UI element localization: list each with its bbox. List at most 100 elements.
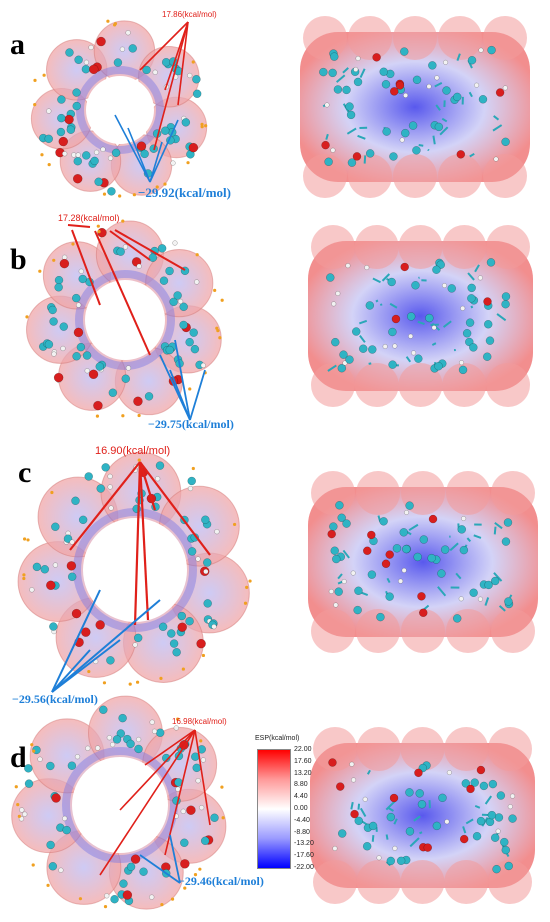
panel-label: b xyxy=(10,243,27,276)
surface-extremum-dot xyxy=(245,585,249,589)
hydrogen-atom xyxy=(460,305,466,311)
surface-extremum-dot xyxy=(103,905,108,909)
oxygen-atom xyxy=(177,622,187,632)
oxygen-atom xyxy=(66,561,77,571)
carbon-atom xyxy=(118,713,127,723)
carbon-atom xyxy=(412,146,421,155)
carbon-atom xyxy=(116,247,125,256)
carbon-atom xyxy=(379,517,388,526)
colorbar xyxy=(257,749,291,869)
hydrogen-atom xyxy=(349,761,355,767)
hydrogen-atom xyxy=(22,811,28,817)
oxygen-atom xyxy=(328,758,337,767)
surface-extremum-dot xyxy=(42,73,46,77)
hydrogen-atom xyxy=(122,244,129,250)
carbon-atom xyxy=(121,374,131,383)
hydrogen-atom xyxy=(403,92,409,98)
surface-extremum-dot xyxy=(33,78,37,82)
hydrogen-atom xyxy=(46,108,52,114)
hydrogen-atom xyxy=(495,828,501,834)
surface-bump xyxy=(400,860,445,904)
hydrogen-atom xyxy=(149,894,155,900)
surface-bump xyxy=(486,363,530,407)
carbon-atom xyxy=(119,879,128,888)
negative-cavity-rim xyxy=(75,270,175,370)
carbon-atom xyxy=(414,354,423,363)
surface-bump xyxy=(398,363,443,407)
surface-extremum-dot xyxy=(220,785,224,789)
surface-bump xyxy=(438,16,482,60)
carbon-atom xyxy=(467,55,477,65)
oxygen-atom xyxy=(51,793,61,803)
hydrogen-atom xyxy=(355,55,361,62)
hydrogen-atom xyxy=(493,156,499,162)
carbon-atom xyxy=(402,544,411,554)
carbon-atom xyxy=(490,576,500,586)
carbon-atom xyxy=(169,639,179,648)
surface-bump xyxy=(438,154,482,198)
colorbar-tick-label: -13.20 xyxy=(294,840,314,848)
carbon-atom xyxy=(411,281,420,290)
surface-extremum-dot xyxy=(218,336,222,340)
surface-bump xyxy=(356,727,401,771)
surface-extremum-dot xyxy=(181,667,185,671)
carbon-atom xyxy=(167,629,176,638)
hydrogen-atom xyxy=(350,570,356,576)
carbon-atom xyxy=(51,522,60,532)
carbon-atom xyxy=(417,799,427,809)
surface-extremum-dot xyxy=(188,387,192,391)
carbon-atom xyxy=(142,65,151,75)
surface-bump xyxy=(354,225,399,269)
carbon-atom xyxy=(388,360,397,369)
surface-extremum-dot xyxy=(137,458,141,462)
carbon-atom xyxy=(192,75,201,84)
hydrogen-atom xyxy=(107,484,113,490)
oxygen-atom xyxy=(428,514,438,524)
hydrogen-atom xyxy=(29,587,35,593)
oxygen-atom xyxy=(72,173,83,184)
oxygen-atom xyxy=(71,608,82,619)
surface-extremum-dot xyxy=(220,298,224,302)
surface-extremum-dot xyxy=(232,522,237,527)
carbon-atom xyxy=(169,297,178,307)
carbon-atom xyxy=(94,177,103,187)
carbon-atom xyxy=(71,293,81,303)
carbon-atom xyxy=(442,86,451,95)
oxygen-atom xyxy=(53,372,64,383)
oxygen-atom xyxy=(196,638,206,649)
side-view xyxy=(308,471,538,653)
carbon-atom xyxy=(46,840,55,850)
carbon-atom xyxy=(482,352,492,361)
carbon-atom xyxy=(187,476,196,486)
oxygen-atom xyxy=(130,854,141,864)
carbon-atom xyxy=(490,833,500,842)
carbon-atom xyxy=(387,277,396,287)
surface-bump xyxy=(444,727,489,771)
hydrogen-atom xyxy=(411,350,417,356)
carbon-atom xyxy=(74,55,83,65)
carbon-atom xyxy=(351,327,361,336)
hydrogen-atom xyxy=(106,735,113,741)
ring-top-view xyxy=(17,451,252,686)
hydrogen-atom xyxy=(335,290,341,297)
annotation-arrows xyxy=(99,729,211,884)
carbon-atom xyxy=(116,729,126,738)
surface-bump xyxy=(311,225,355,269)
carbon-atom xyxy=(345,355,354,364)
hydrogen-atom xyxy=(507,804,513,810)
carbon-atom xyxy=(210,813,219,823)
hydrogen-atom xyxy=(353,66,359,72)
carbon-atom xyxy=(57,95,66,104)
surface-extremum-dot xyxy=(30,743,34,747)
carbon-atom xyxy=(44,340,54,349)
carbon-atom xyxy=(90,156,99,166)
carbon-atom xyxy=(56,127,66,137)
carbon-atom xyxy=(128,44,137,53)
oxygen-atom xyxy=(122,890,133,900)
carbon-atom xyxy=(504,861,513,871)
hydrogen-atom xyxy=(461,515,467,522)
hydrogen-atom xyxy=(125,365,132,371)
surface-extremum-dot xyxy=(183,886,187,890)
carbon-atom xyxy=(365,301,375,310)
surface-extremum-dot xyxy=(135,680,140,684)
